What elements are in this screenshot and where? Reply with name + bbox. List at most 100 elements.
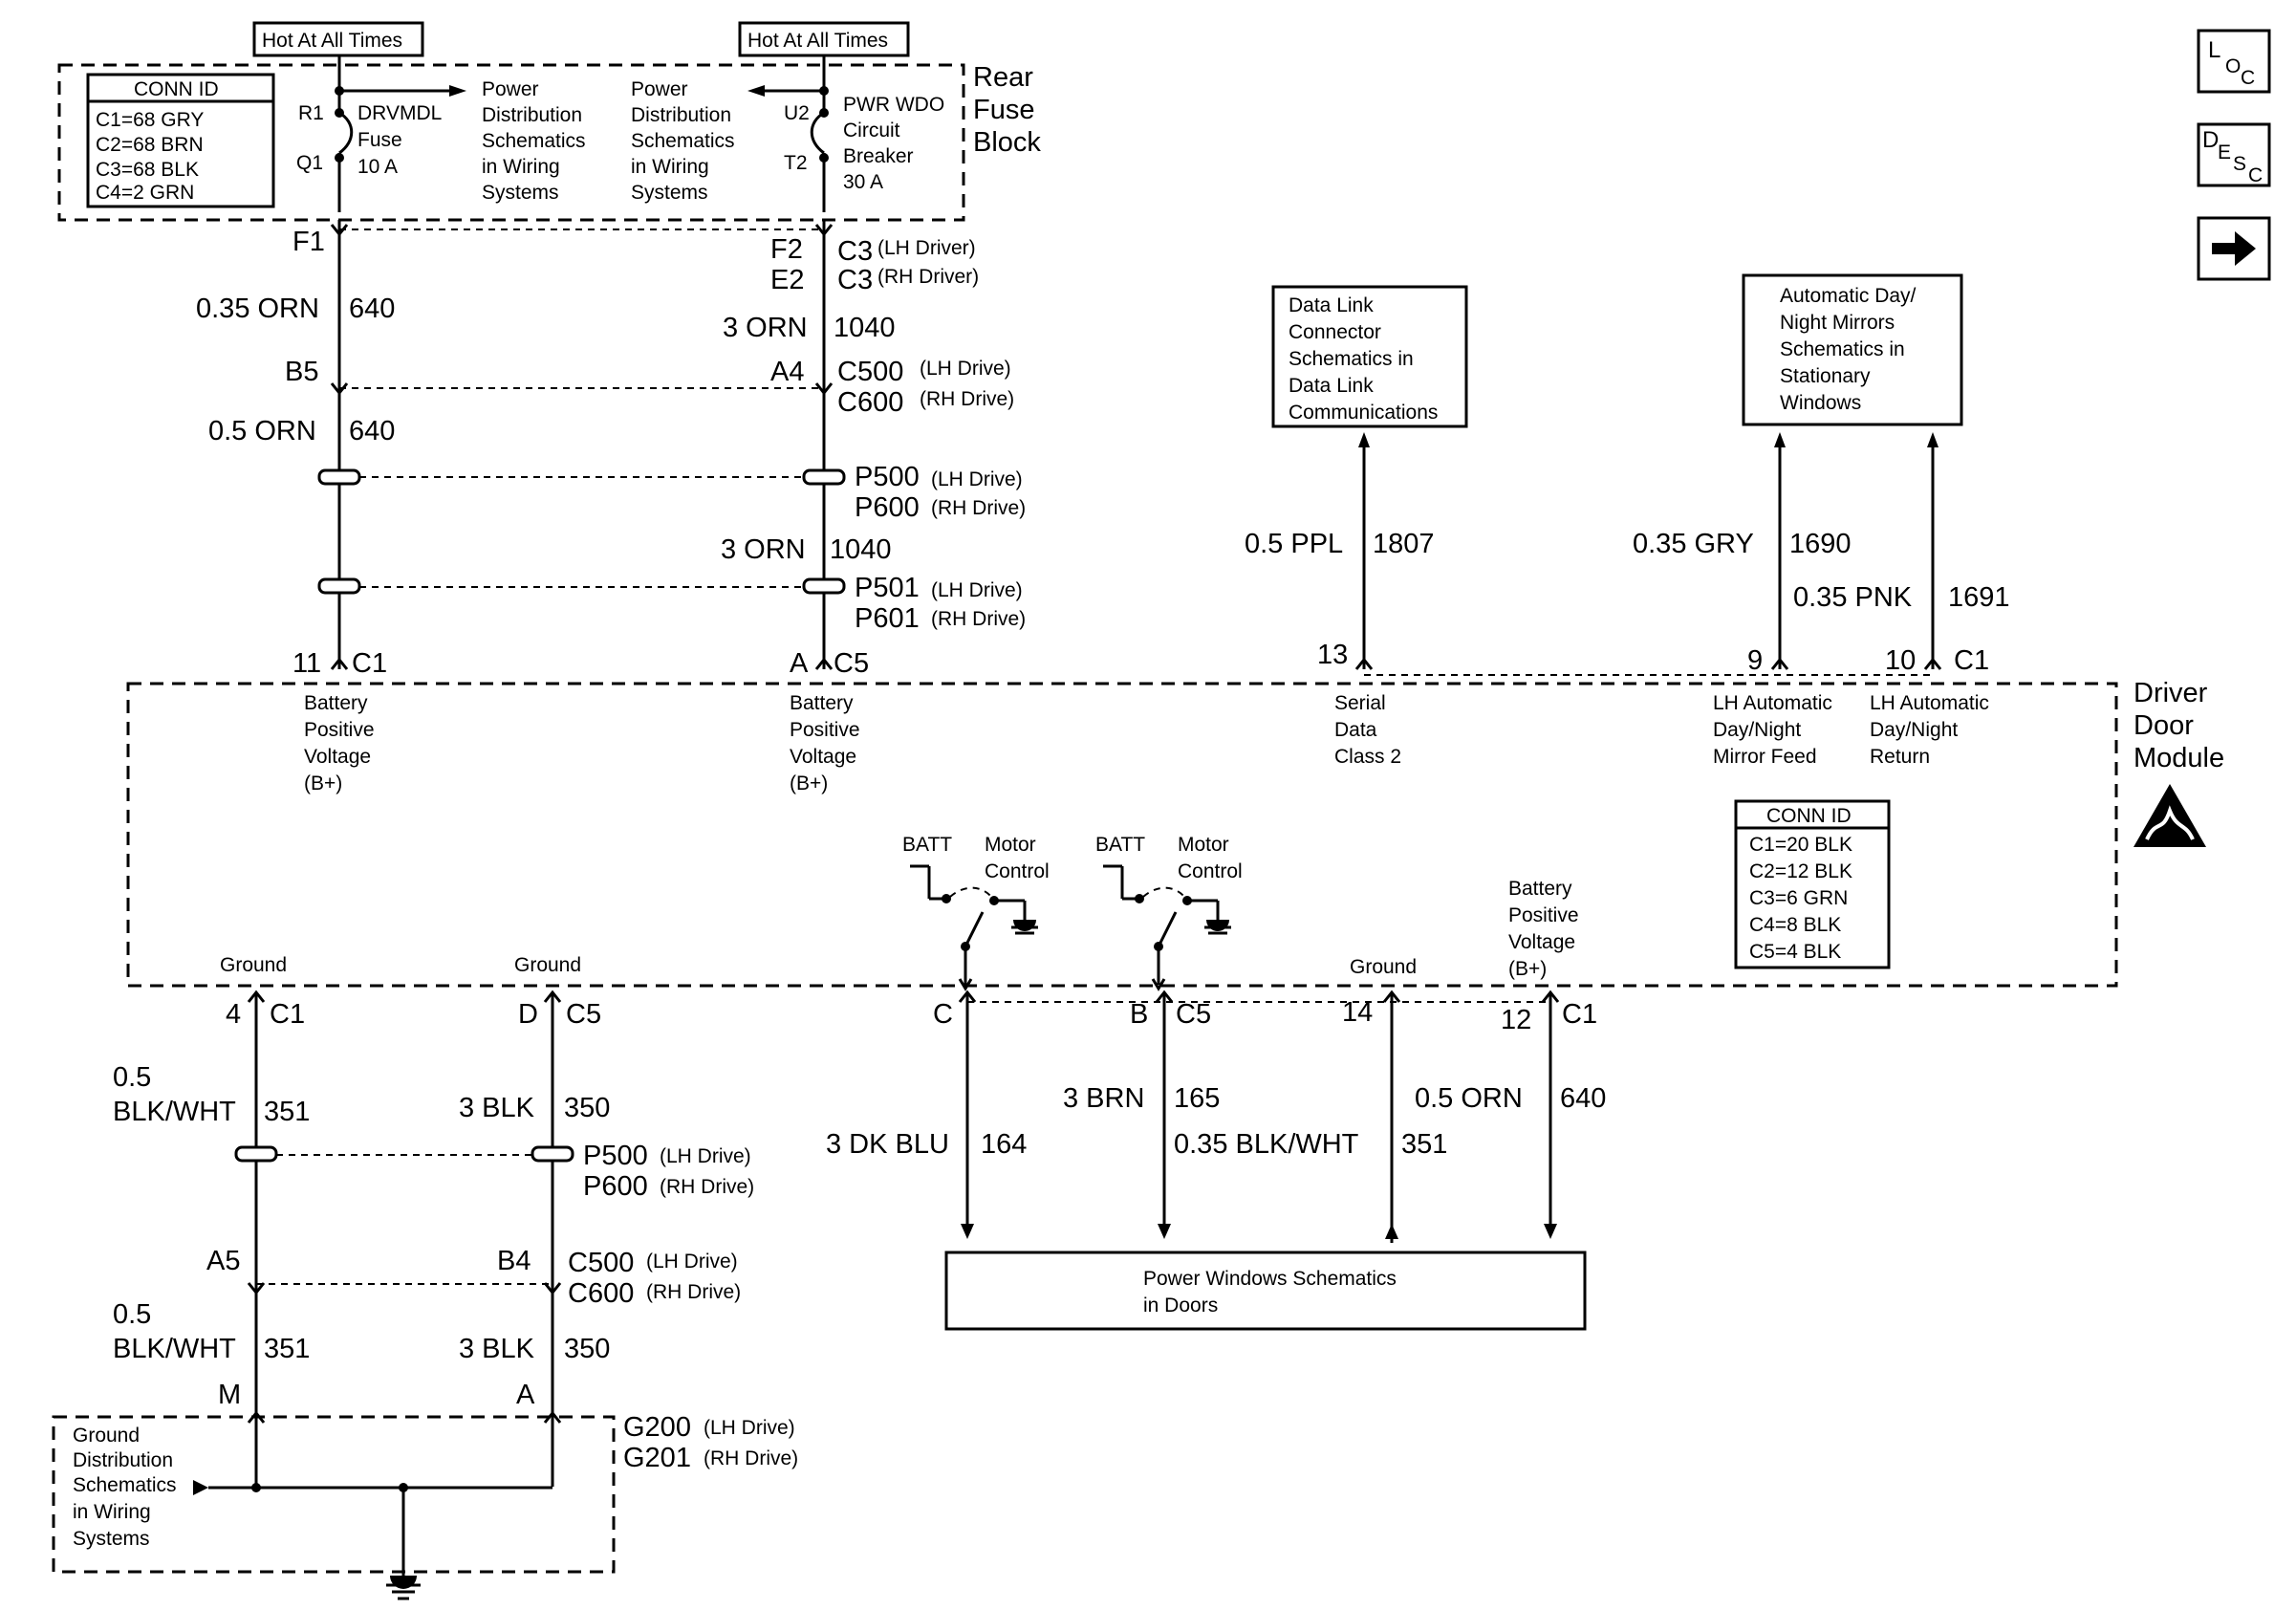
svg-text:(RH Drive): (RH Drive) (931, 497, 1026, 519)
data-link-connector-ref-box[interactable]: Data Link Connector Schematics in Data L… (1271, 285, 1468, 428)
mirror-feed-circuit-1690: 0.35 GRY 1690 9 (1633, 432, 1852, 676)
svg-text:1040: 1040 (830, 534, 892, 565)
svg-text:C3=68 BLK: C3=68 BLK (96, 159, 199, 181)
svg-text:Schematics in: Schematics in (1780, 338, 1905, 360)
svg-text:LH Automatic: LH Automatic (1870, 692, 1989, 714)
svg-text:(RH Drive): (RH Drive) (646, 1281, 741, 1303)
svg-text:Power Windows Schematics: Power Windows Schematics (1143, 1268, 1397, 1290)
next-page-button[interactable] (2197, 216, 2271, 281)
svg-text:C5: C5 (834, 648, 869, 679)
svg-text:in Wiring: in Wiring (482, 156, 560, 178)
module-label: Driver (2134, 678, 2208, 708)
svg-text:C500: C500 (568, 1248, 634, 1278)
svg-text:C1=20 BLK: C1=20 BLK (1749, 834, 1852, 856)
svg-text:3 ORN: 3 ORN (721, 534, 806, 565)
svg-text:0.35 ORN: 0.35 ORN (196, 294, 319, 324)
svg-text:Distribution: Distribution (482, 104, 582, 126)
svg-text:B: B (1130, 999, 1148, 1030)
svg-text:in Wiring: in Wiring (73, 1501, 151, 1523)
rear-fuse-block: Rear Fuse Block CONN ID C1=68 GRY C2=68 … (57, 21, 1041, 222)
svg-text:Schematics: Schematics (73, 1474, 177, 1496)
svg-text:BATT: BATT (902, 834, 952, 856)
svg-text:G201: G201 (623, 1443, 691, 1473)
svg-text:C5: C5 (1176, 999, 1211, 1030)
esd-sensitive-icon (2134, 784, 2206, 847)
svg-text:10: 10 (1885, 645, 1916, 676)
svg-text:C2=68 BRN: C2=68 BRN (96, 134, 204, 156)
svg-text:Windows: Windows (1780, 392, 1861, 414)
svg-text:PWR WDO: PWR WDO (843, 94, 944, 116)
svg-text:Automatic Day/: Automatic Day/ (1780, 285, 1917, 307)
svg-text:(RH Drive): (RH Drive) (920, 388, 1014, 410)
svg-text:CONN ID: CONN ID (1766, 805, 1852, 827)
svg-text:Voltage: Voltage (790, 746, 856, 768)
svg-text:Systems: Systems (73, 1528, 150, 1550)
svg-text:(LH Drive): (LH Drive) (646, 1251, 738, 1273)
svg-text:Mirror Feed: Mirror Feed (1713, 746, 1817, 768)
loc-button[interactable]: L O C (2197, 29, 2271, 94)
auto-mirrors-ref-box[interactable]: Automatic Day/ Night Mirrors Schematics … (1742, 273, 1963, 426)
svg-text:Control: Control (1178, 860, 1243, 882)
svg-text:C600: C600 (837, 387, 903, 418)
desc-button[interactable]: D E S C (2197, 122, 2271, 187)
svg-text:3 BLK: 3 BLK (459, 1093, 535, 1123)
svg-text:Control: Control (985, 860, 1050, 882)
hot-at-all-times-label-2: Hot At All Times (738, 21, 910, 91)
svg-text:(RH Drive): (RH Drive) (931, 608, 1026, 630)
svg-text:Voltage: Voltage (1508, 931, 1575, 953)
svg-text:C3: C3 (837, 265, 873, 295)
power-windows-ref-box[interactable]: Power Windows Schematics in Doors (944, 1251, 1587, 1331)
svg-text:P501: P501 (855, 573, 920, 603)
ground-circuit-350: D C5 3 BLK 350 P500 (LH Drive) P600 (RH … (459, 990, 754, 1487)
svg-text:640: 640 (349, 416, 395, 446)
svg-text:14: 14 (1342, 997, 1373, 1028)
svg-text:O: O (2225, 55, 2241, 77)
svg-text:0.5 ORN: 0.5 ORN (1415, 1083, 1523, 1114)
svg-text:Stationary: Stationary (1780, 365, 1871, 387)
svg-text:C2=12 BLK: C2=12 BLK (1749, 860, 1852, 882)
svg-text:(B+): (B+) (790, 772, 828, 794)
svg-text:B5: B5 (285, 357, 318, 387)
svg-text:LH Automatic: LH Automatic (1713, 692, 1832, 714)
svg-text:Return: Return (1870, 746, 1930, 768)
svg-text:Hot At All Times: Hot At All Times (262, 30, 402, 52)
arrow-right-icon (2212, 231, 2256, 266)
svg-text:P600: P600 (855, 492, 920, 523)
svg-text:L: L (2208, 37, 2220, 63)
svg-text:Schematics: Schematics (631, 130, 735, 152)
svg-text:Motor: Motor (985, 834, 1036, 856)
svg-text:Positive: Positive (1508, 904, 1579, 926)
svg-text:C3=6 GRN: C3=6 GRN (1749, 887, 1848, 909)
circuit-165: B C5 3 BRN 165 (1063, 990, 1220, 1239)
svg-text:30 A: 30 A (843, 171, 883, 193)
svg-text:Distribution: Distribution (631, 104, 731, 126)
svg-text:Breaker: Breaker (843, 145, 914, 167)
svg-text:Ground: Ground (514, 954, 581, 976)
right-feed-circuit-1040: F2 E2 C3 (LH Driver) C3 (RH Driver) 3 OR… (721, 220, 1026, 679)
svg-text:11: 11 (292, 648, 321, 679)
svg-text:(LH Driver): (LH Driver) (877, 237, 976, 259)
svg-text:M: M (218, 1380, 241, 1410)
svg-text:F2: F2 (770, 234, 803, 265)
svg-text:1690: 1690 (1789, 529, 1852, 559)
arrow-right-icon (449, 85, 466, 97)
svg-text:(LH Drive): (LH Drive) (931, 468, 1023, 490)
svg-text:351: 351 (264, 1334, 310, 1364)
svg-text:Module: Module (2134, 743, 2224, 773)
svg-text:C4=2 GRN: C4=2 GRN (96, 182, 194, 204)
svg-text:Power: Power (482, 78, 539, 100)
svg-text:C500: C500 (837, 357, 903, 387)
svg-text:0.5: 0.5 (113, 1062, 151, 1093)
svg-text:C5=4 BLK: C5=4 BLK (1749, 941, 1841, 963)
svg-text:Battery: Battery (790, 692, 854, 714)
svg-text:(LH Drive): (LH Drive) (931, 579, 1023, 601)
svg-text:4: 4 (226, 999, 241, 1030)
svg-text:1040: 1040 (834, 313, 896, 343)
svg-text:350: 350 (564, 1334, 610, 1364)
svg-text:(LH Drive): (LH Drive) (920, 358, 1011, 380)
ground-distribution-block: Ground Distribution Schematics in Wiring… (52, 1412, 798, 1600)
svg-text:BLK/WHT: BLK/WHT (113, 1334, 236, 1364)
svg-text:P500: P500 (855, 462, 920, 492)
svg-text:C1: C1 (1954, 645, 1989, 676)
svg-text:B4: B4 (497, 1246, 531, 1276)
